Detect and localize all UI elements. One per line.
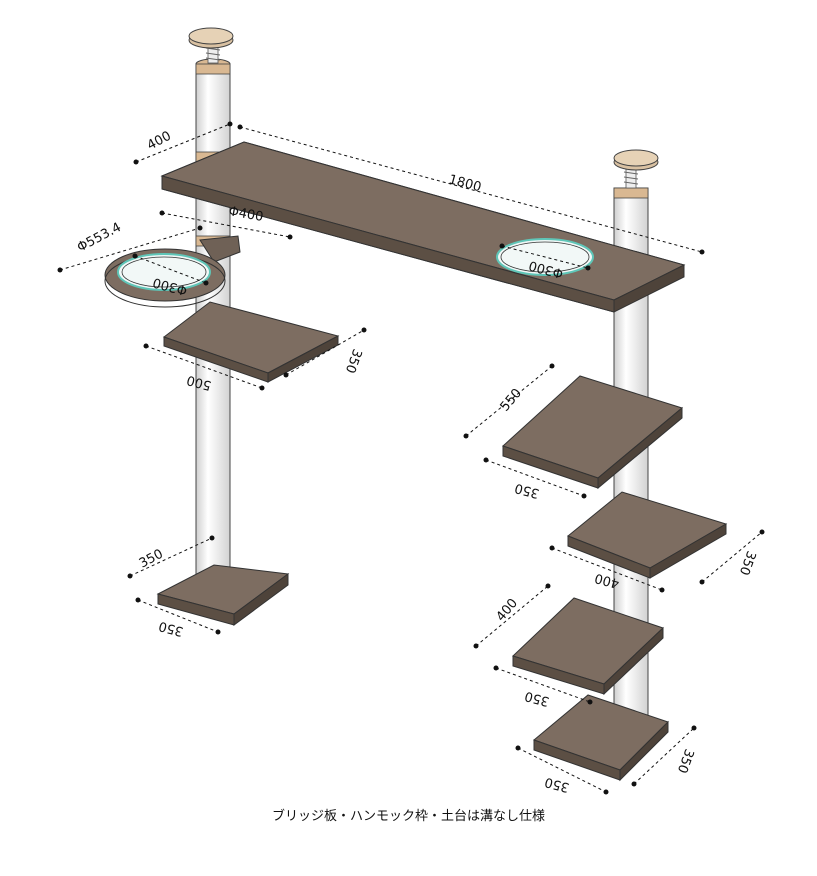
dim-hammock-inner: Φ400 — [227, 204, 264, 225]
dim-right-shelf3-b: 350 — [523, 688, 551, 709]
dim-hammock-outer: Φ553.4 — [75, 220, 124, 256]
bridge-board — [160, 141, 686, 313]
dim-right-shelf1-b: 350 — [513, 480, 541, 501]
caption: ブリッジ板・ハンモック枠・土台は溝なし仕様 — [271, 809, 545, 824]
dim-right-base-b: 350 — [674, 747, 697, 775]
dim-right-shelf3-a: 400 — [494, 596, 521, 625]
right-base — [533, 694, 669, 782]
dim-bridge-length: 1800 — [447, 172, 483, 195]
right-shelf-3 — [512, 597, 664, 696]
dimension-lines — [59, 123, 763, 793]
hammock-frame — [104, 235, 241, 308]
left-base — [156, 564, 290, 626]
dim-right-shelf2-b: 350 — [736, 549, 759, 577]
right-shelf-1 — [502, 375, 684, 490]
right-shelf-2 — [567, 491, 728, 579]
dim-right-shelf2-a: 400 — [593, 570, 621, 591]
dimension-points — [57, 121, 765, 795]
dim-bridge-depth: 400 — [145, 129, 174, 154]
dim-left-base-a: 350 — [137, 547, 166, 572]
dim-left-base-b: 350 — [157, 618, 185, 639]
dim-right-base-a: 350 — [543, 774, 571, 795]
dim-left-shelf-depth: 350 — [342, 347, 365, 375]
dim-left-shelf-width: 500 — [185, 372, 213, 393]
left-shelf — [162, 301, 340, 383]
dim-right-shelf1-a: 550 — [498, 386, 525, 415]
hole-diameter-lines — [134, 245, 589, 284]
